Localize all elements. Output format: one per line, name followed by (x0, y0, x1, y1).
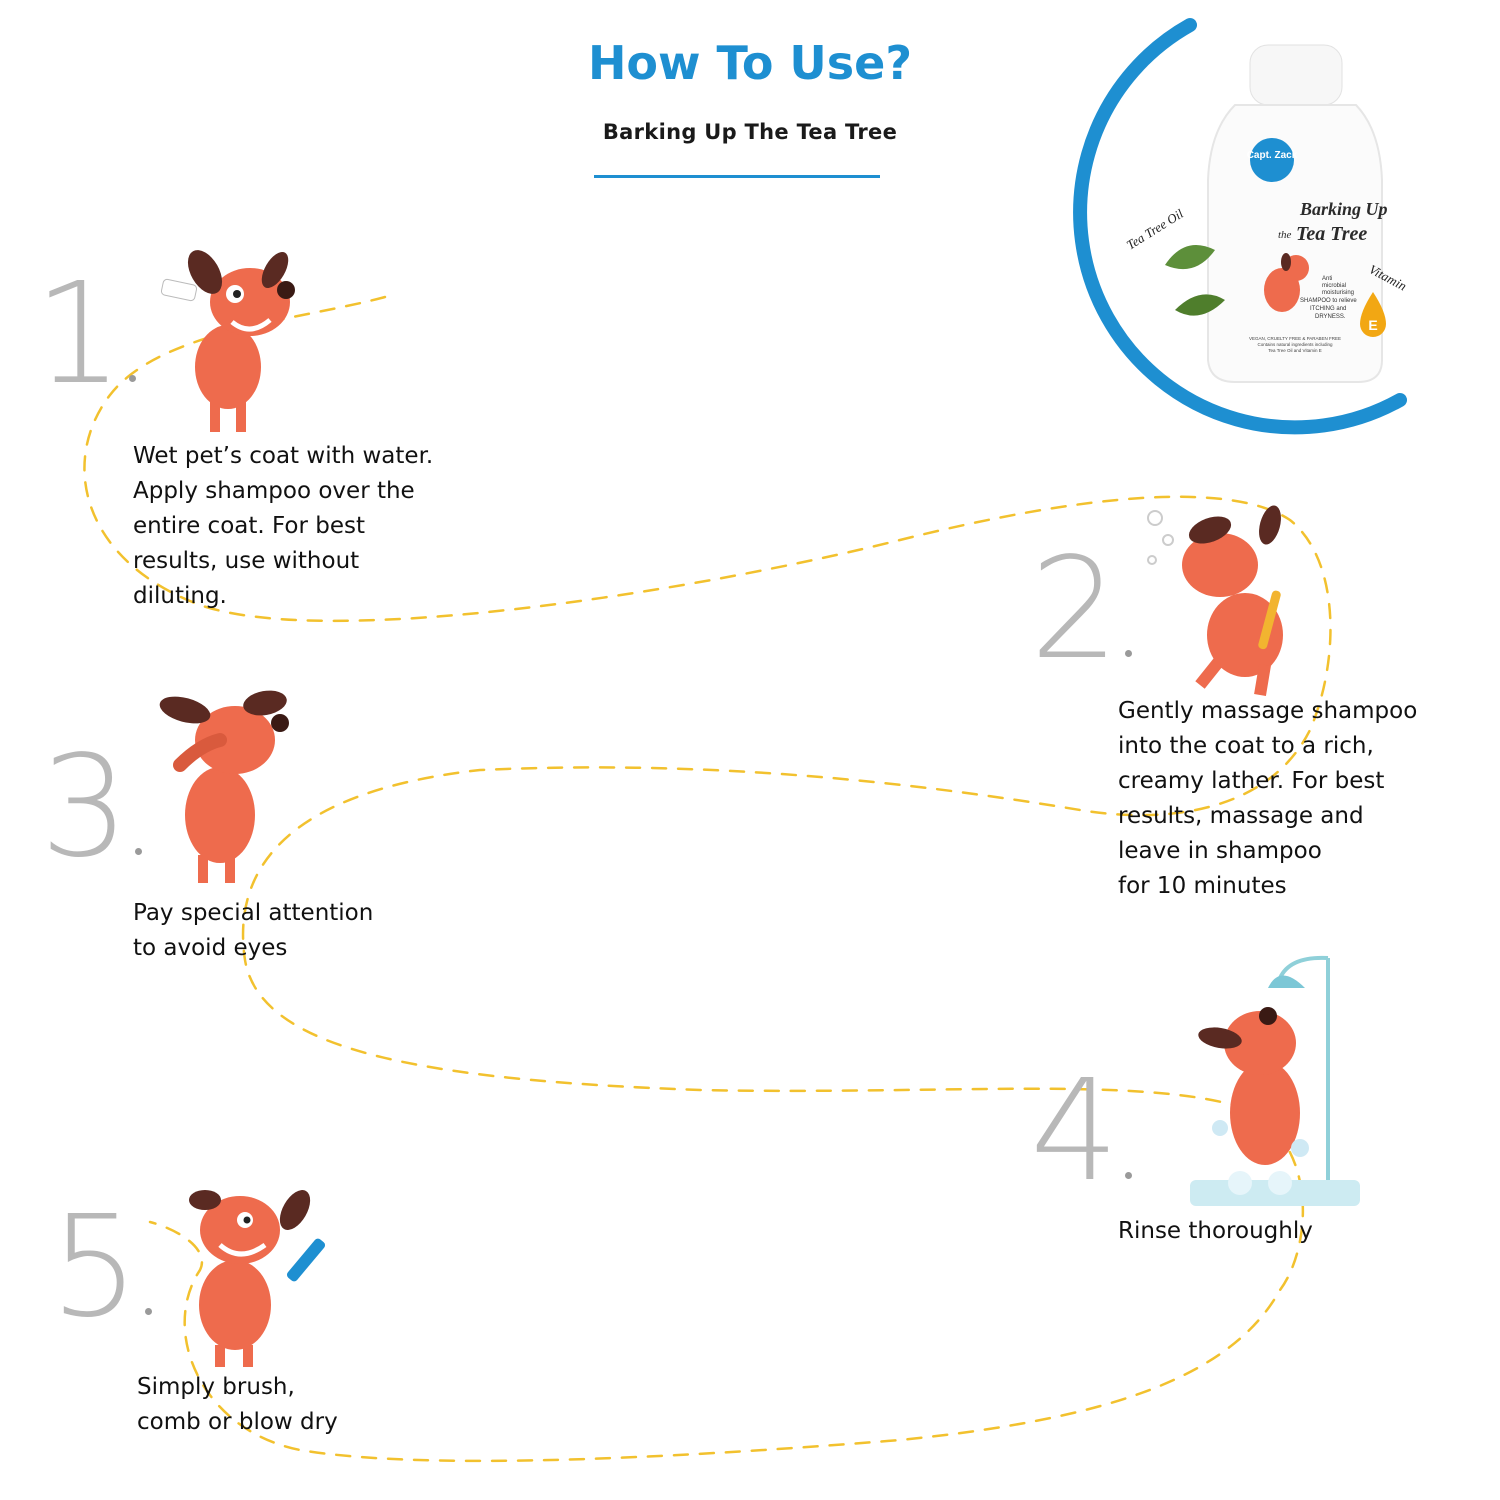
page-subtitle: Barking Up The Tea Tree (602, 120, 898, 144)
step-1-text: Wet pet’s coat with water.Apply shampoo … (133, 443, 434, 609)
step-number-3: 3 (40, 738, 143, 878)
step-4-text: Rinse thoroughly (1118, 1218, 1313, 1244)
title-divider (594, 175, 880, 178)
step-number-2: 2 (1030, 540, 1133, 680)
step-number-1: 1 (34, 265, 137, 405)
product-name-line1: Barking Up (1299, 199, 1388, 219)
bottle-desc-5: ITCHING and (1310, 306, 1346, 312)
bottle-claims-3: Tea Tree Oil and Vitamin E (1268, 348, 1321, 353)
shampoo-bottle-icon (1207, 44, 1383, 383)
step-5-text: Simply brush,comb or blow dry (137, 1374, 338, 1435)
bottle-claims-2: Contains natural ingredients including (1257, 342, 1333, 347)
product-name-the: the (1278, 229, 1292, 241)
blue-arc-decoration (1073, 18, 1407, 435)
vitamin-e-letter: E (1368, 317, 1377, 333)
bottle-desc-4: SHAMPOO to relieve (1300, 298, 1357, 304)
vitamin-e-drop-icon (1360, 292, 1386, 337)
step-number-4: 4 (1030, 1062, 1133, 1202)
bottle-dog-icon (1264, 253, 1309, 312)
product-name-line2: Tea Tree (1296, 223, 1367, 245)
dog-brushing-icon (189, 1190, 326, 1367)
brand-logo: Capt. Zack (1247, 150, 1298, 161)
bottle-desc-1: Anti (1322, 276, 1332, 282)
tea-tree-leaf-icon (1165, 245, 1225, 316)
ingredient-tea-tree-label: Tea Tree Oil (1124, 206, 1187, 253)
dog-massaging-icon (1147, 505, 1283, 696)
product-image: Capt. Zack Barking Up the Tea Tree Anti … (1060, 10, 1420, 440)
step-number-5: 5 (50, 1198, 153, 1338)
bottle-desc-6: DRYNESS. (1315, 314, 1346, 320)
page-title: How To Use? (587, 36, 913, 90)
bottle-claims-1: VEGAN, CRUELTY FREE & PARABEN FREE (1249, 336, 1341, 341)
bottle-desc-2: microbial (1322, 283, 1346, 289)
bottle-desc-3: moisturising (1322, 290, 1354, 296)
dog-showering-icon (1190, 955, 1360, 1206)
dog-applying-shampoo-icon (160, 250, 295, 432)
dog-covering-eyes-icon (159, 690, 289, 883)
